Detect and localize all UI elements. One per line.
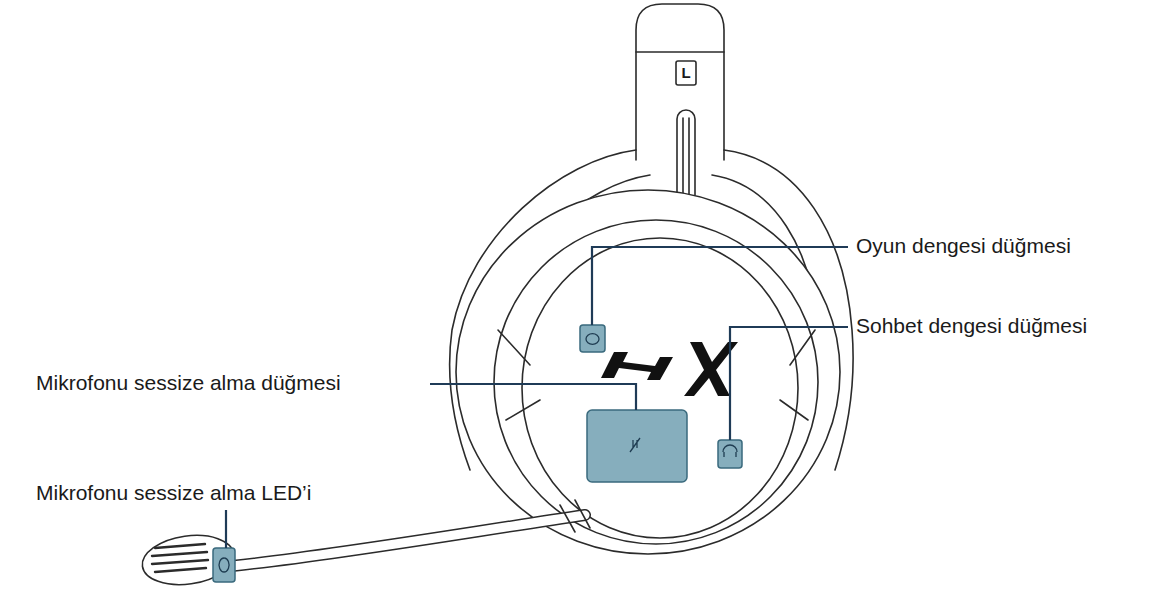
callout-label: Oyun dengesi düğmesi <box>856 234 1071 258</box>
mute-led <box>213 548 235 582</box>
mic-head <box>139 530 237 590</box>
leader-line <box>225 510 227 548</box>
cup-ring <box>494 220 818 544</box>
side-marker: L <box>676 64 696 82</box>
cup-plate <box>522 238 798 538</box>
boom-collar <box>560 500 590 532</box>
pivot-left <box>498 330 540 420</box>
mic-boom-outer <box>232 515 585 566</box>
callout-label: Mikrofonu sessize alma düğmesi <box>36 371 341 395</box>
chat-icon <box>723 445 737 457</box>
led-icon <box>219 558 229 572</box>
mute-icon <box>630 438 640 452</box>
leader-line <box>430 384 636 410</box>
leader-line <box>592 247 848 325</box>
chat-balance-button <box>718 440 742 468</box>
leader-line <box>730 327 848 440</box>
game-icon <box>586 334 599 345</box>
brand-logo <box>601 342 738 396</box>
pivot-right <box>780 330 815 420</box>
side-marker-box <box>676 61 696 85</box>
mute-button <box>587 410 687 482</box>
mic-boom-inner <box>232 515 585 566</box>
mic-grille <box>152 544 208 572</box>
headband-seam <box>636 51 724 53</box>
ear-cushion <box>456 190 840 554</box>
callout-label: Mikrofonu sessize alma LED’i <box>36 481 311 505</box>
callout-label: Sohbet dengesi düğmesi <box>856 314 1087 338</box>
game-balance-button <box>580 325 605 352</box>
